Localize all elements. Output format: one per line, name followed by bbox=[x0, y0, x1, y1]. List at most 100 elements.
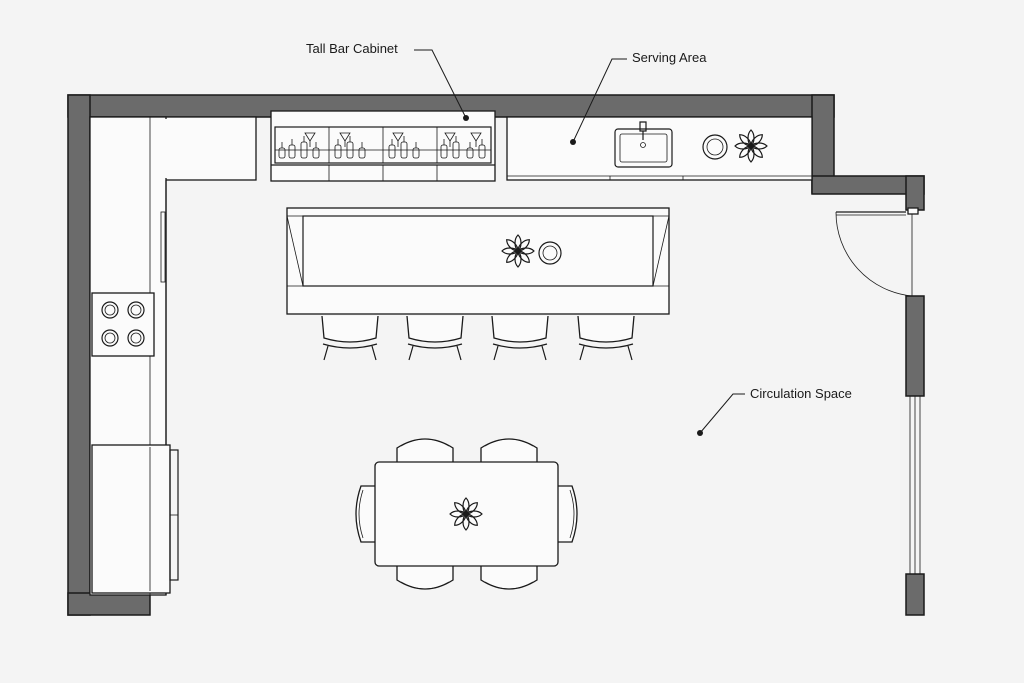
glass-icon bbox=[339, 132, 351, 147]
chair-back bbox=[400, 438, 450, 447]
burner-icon bbox=[104, 332, 116, 344]
wall-right-upper bbox=[905, 175, 925, 211]
stool-leg bbox=[408, 345, 414, 361]
dining-chair bbox=[480, 566, 538, 590]
flower-petal bbox=[517, 250, 530, 263]
serving-counter bbox=[506, 116, 813, 181]
stool-leg bbox=[579, 345, 585, 361]
stool-seat bbox=[491, 315, 549, 343]
dining-chairs bbox=[355, 438, 578, 590]
leader-dot bbox=[697, 430, 703, 436]
chair-back bbox=[569, 489, 575, 539]
flower-petal bbox=[514, 250, 522, 268]
leader-dot bbox=[570, 139, 576, 145]
stool-leg bbox=[541, 345, 547, 361]
glass-icon bbox=[392, 132, 404, 147]
dining-set bbox=[355, 438, 578, 590]
serving-counter-top bbox=[506, 116, 813, 181]
cooktop bbox=[91, 292, 155, 357]
flower-petal bbox=[506, 250, 519, 263]
entry-door bbox=[835, 207, 919, 297]
glass-icon bbox=[304, 132, 316, 147]
flower-center bbox=[748, 143, 754, 149]
flower-petal bbox=[462, 497, 470, 515]
chair-back bbox=[484, 438, 534, 447]
bowl-icon bbox=[702, 134, 728, 160]
stool-leg bbox=[493, 345, 499, 361]
dining-chair bbox=[558, 485, 578, 543]
stool-footrest bbox=[492, 343, 548, 349]
island-chamfer bbox=[652, 215, 670, 287]
flower-center bbox=[463, 511, 469, 517]
kitchen-island bbox=[286, 207, 670, 315]
bowl-icon bbox=[538, 241, 562, 265]
wall-left bbox=[67, 94, 91, 616]
bar-stool bbox=[491, 315, 549, 361]
door-stop bbox=[907, 207, 919, 215]
glass-icon bbox=[444, 132, 456, 147]
flower-petal bbox=[739, 134, 752, 147]
flower-petal bbox=[517, 247, 535, 255]
burner-icon bbox=[127, 329, 145, 347]
flower-petal bbox=[739, 145, 752, 158]
chair-back bbox=[400, 581, 450, 590]
flower-petal bbox=[465, 513, 478, 526]
burner-icon bbox=[130, 304, 142, 316]
wall-bottom-stub bbox=[67, 592, 151, 616]
sink-icon bbox=[614, 121, 673, 168]
flower-petal bbox=[747, 129, 755, 147]
bar-stool bbox=[577, 315, 635, 361]
wall-right-pier bbox=[905, 295, 925, 397]
leader-serving-area bbox=[572, 58, 627, 143]
dining-chair bbox=[396, 438, 454, 462]
stool-footrest bbox=[407, 343, 463, 349]
burner-icon bbox=[101, 301, 119, 319]
island-chamfer bbox=[286, 215, 304, 287]
flower-petal bbox=[465, 510, 483, 518]
burner-icon bbox=[130, 332, 142, 344]
stool-leg bbox=[627, 345, 633, 361]
flower-petal bbox=[750, 142, 768, 150]
stool-seat bbox=[406, 315, 464, 343]
flower-petal bbox=[449, 510, 467, 518]
bar-stool bbox=[321, 315, 379, 361]
stool-leg bbox=[371, 345, 377, 361]
dining-chair bbox=[396, 566, 454, 590]
leader-circulation-space bbox=[699, 393, 745, 434]
annotations: Tall Bar Cabinet Serving Area Circulatio… bbox=[306, 41, 852, 436]
burner-icon bbox=[127, 301, 145, 319]
glass-icon bbox=[470, 132, 482, 147]
label-serving-area: Serving Area bbox=[632, 50, 707, 65]
flower-centerpiece-icon bbox=[734, 129, 768, 163]
stool-seat bbox=[577, 315, 635, 343]
dining-chair bbox=[480, 438, 538, 462]
refrigerator bbox=[91, 444, 171, 594]
window bbox=[909, 396, 921, 574]
stool-leg bbox=[323, 345, 329, 361]
leader-tall-bar-cabinet bbox=[414, 49, 467, 119]
tall-bar-cabinet bbox=[270, 110, 496, 182]
walls bbox=[67, 94, 925, 616]
chair-back bbox=[484, 581, 534, 590]
stool-seat bbox=[321, 315, 379, 343]
bar-stool bbox=[406, 315, 464, 361]
flower-center bbox=[515, 248, 521, 254]
bottles bbox=[278, 132, 486, 159]
stool-footrest bbox=[322, 343, 378, 349]
stool-leg bbox=[456, 345, 462, 361]
flower-petal bbox=[454, 502, 467, 515]
chair-back bbox=[358, 489, 364, 539]
label-circulation-space: Circulation Space bbox=[750, 386, 852, 401]
flower-petal bbox=[750, 145, 763, 158]
flower-petal bbox=[747, 145, 755, 163]
stool-footrest bbox=[578, 343, 634, 349]
flower-petal bbox=[454, 513, 467, 526]
burner-icon bbox=[104, 304, 116, 316]
label-tall-bar-cabinet: Tall Bar Cabinet bbox=[306, 41, 398, 56]
flower-petal bbox=[514, 234, 522, 252]
counter-corner-fill bbox=[92, 119, 254, 178]
counter-handle bbox=[160, 211, 166, 283]
leader-dot bbox=[463, 115, 469, 121]
flower-petal bbox=[465, 502, 478, 515]
flower-petal bbox=[517, 239, 530, 252]
